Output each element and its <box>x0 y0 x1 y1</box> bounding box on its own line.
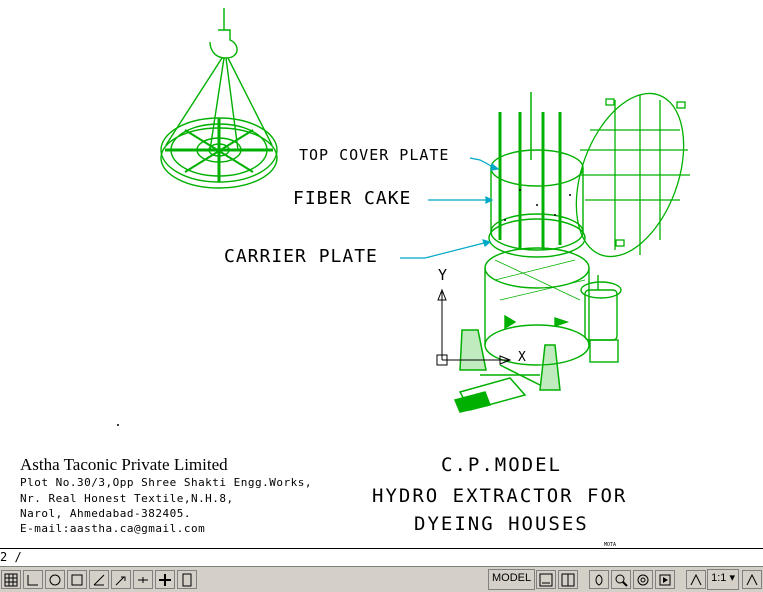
zoom-icon[interactable] <box>611 570 632 589</box>
label-carrier-plate: CARRIER PLATE <box>224 246 378 267</box>
company-name: Astha Taconic Private Limited <box>20 455 228 474</box>
base-legs <box>453 329 561 413</box>
status-bar: MODEL 1:1 ▾ <box>0 566 763 592</box>
address-line-1: Plot No.30/3,Opp Shree Shakti Engg.Works… <box>20 476 313 489</box>
address-line-3: Narol, Ahmedabad-382405. <box>20 507 191 520</box>
hinged-lid <box>575 92 690 258</box>
motor-assembly <box>580 275 622 363</box>
polar-toggle-icon[interactable] <box>45 570 65 589</box>
ucs-axis-icon <box>436 288 512 366</box>
email-line: E-mail:aastha.ca@gmail.com <box>20 522 206 535</box>
grid-toggle-icon[interactable] <box>1 570 21 589</box>
basket-assembly <box>484 92 590 366</box>
small-tag: MOTA <box>604 542 617 548</box>
label-leaders <box>400 157 500 259</box>
ortho-toggle-icon[interactable] <box>23 570 43 589</box>
ducs-toggle-icon[interactable] <box>111 570 131 589</box>
osnap-toggle-icon[interactable] <box>67 570 87 589</box>
address-line-2: Nr. Real Honest Textile,N.H.8, <box>20 492 234 505</box>
command-prompt: 2 / <box>0 550 22 564</box>
otrack-toggle-icon[interactable] <box>89 570 109 589</box>
label-top-cover-plate: TOP COVER PLATE <box>299 146 450 164</box>
stray-point <box>117 424 119 426</box>
pan-icon[interactable] <box>589 570 610 589</box>
lineweight-toggle-icon[interactable] <box>155 570 175 589</box>
title-line-2: HYDRO EXTRACTOR FOR <box>372 485 628 507</box>
label-fiber-cake: FIBER CAKE <box>293 188 412 209</box>
annotation-visibility-icon[interactable] <box>742 570 762 589</box>
title-model: C.P.MODEL <box>441 454 562 476</box>
axis-x-label: X <box>518 350 527 365</box>
showmotion-icon[interactable] <box>655 570 676 589</box>
layout2-icon[interactable] <box>558 570 579 589</box>
axis-y-label: Y <box>438 266 449 284</box>
title-line-3: DYEING HOUSES <box>414 513 589 535</box>
cad-drawing-canvas[interactable] <box>0 0 763 548</box>
command-line[interactable]: 2 / <box>0 548 763 567</box>
annotation-scale-icon[interactable] <box>686 570 707 589</box>
layout1-icon[interactable] <box>536 570 557 589</box>
lifting-hook-assembly <box>160 8 278 189</box>
annotation-scale-dropdown[interactable]: 1:1 ▾ <box>707 569 739 590</box>
quick-properties-icon[interactable] <box>177 570 197 589</box>
model-space-button[interactable]: MODEL <box>488 569 536 590</box>
dyn-toggle-icon[interactable] <box>133 570 153 589</box>
steering-wheel-icon[interactable] <box>633 570 654 589</box>
